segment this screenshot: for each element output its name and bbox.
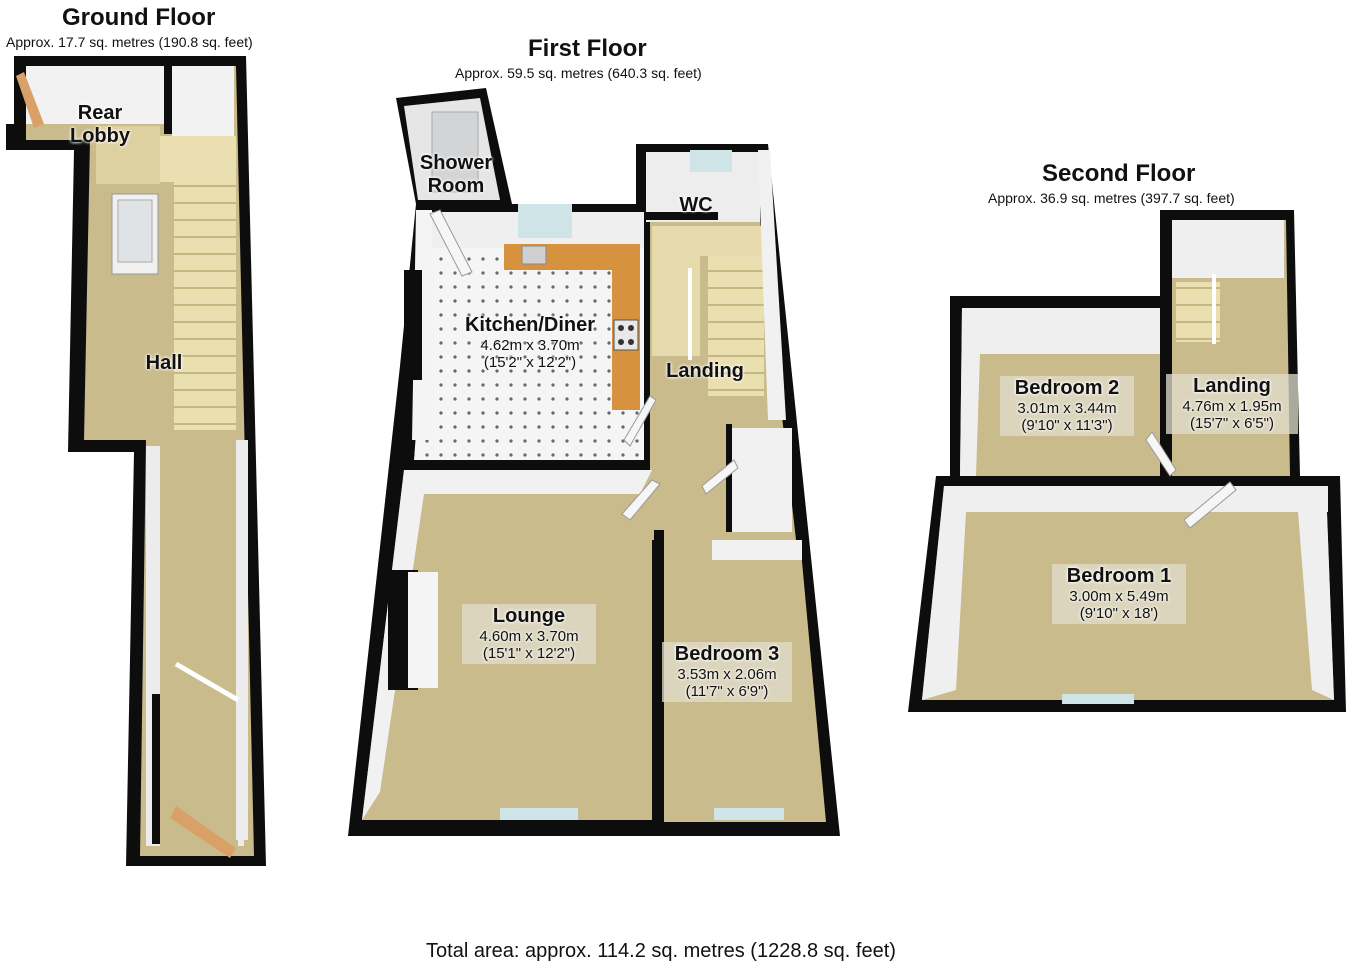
closet-door-icon	[701, 459, 739, 495]
lounge-window	[500, 808, 578, 820]
hob-icon	[613, 319, 639, 351]
wc-window	[690, 150, 732, 172]
shower-tray	[431, 111, 479, 193]
total-area: Total area: approx. 114.2 sq. metres (12…	[426, 940, 896, 962]
bedroom-3-back-wall	[712, 540, 802, 560]
landing-closet-wall	[726, 424, 732, 532]
bedroom-1-metric: 3.00m x 5.49m	[1069, 588, 1169, 605]
bedroom-2-imperial: (9'10" x 11'3")	[1021, 417, 1113, 435]
bedroom-2-name: Bedroom 2	[1014, 377, 1120, 399]
second-landing-metric: 4.76m x 1.95m	[1182, 398, 1282, 415]
shower-room-name-1: Shower	[419, 152, 493, 174]
first-landing-name: Landing	[666, 360, 744, 382]
rear-lobby-label: Rear Lobby	[60, 102, 140, 148]
kitchen-label: Kitchen/Diner 4.62m x 3.70m (15'2" x 12'…	[440, 314, 620, 372]
lounge-imperial: (15'1" x 12'2")	[482, 645, 576, 663]
landing-closet	[728, 428, 792, 532]
bedroom-1-back-wall	[944, 486, 1328, 512]
hall-door-icon	[111, 193, 159, 275]
kitchen-metric: 4.62m x 3.70m	[480, 337, 580, 354]
hall-label: Hall	[124, 352, 204, 375]
wc-name: WC	[679, 194, 713, 216]
kitchen-chimney	[404, 270, 422, 380]
lounge-label: Lounge 4.60m x 3.70m (15'1" x 12'2")	[462, 604, 596, 664]
kitchen-floor	[414, 214, 644, 460]
landing-right-wall-face	[758, 150, 786, 420]
bedroom-3-left-wall	[654, 530, 664, 830]
lounge-door-icon	[621, 479, 661, 521]
shower-room-label: Shower Room	[408, 152, 504, 198]
bedroom-1-door-icon	[1183, 481, 1237, 529]
lounge-metric: 4.60m x 3.70m	[479, 628, 579, 645]
rear-door-icon	[16, 72, 44, 128]
bedroom-divider-wall	[944, 476, 1334, 486]
ground-floor-stair-landing	[160, 136, 236, 182]
first-floor-stairs-up	[708, 236, 764, 396]
bedroom-1-imperial: (9'10" x 18')	[1079, 605, 1159, 623]
hall-banister	[174, 661, 240, 703]
kitchen-worktop	[504, 244, 640, 410]
bedroom-2-back-wall	[962, 308, 1160, 354]
first-floor-area: Approx. 59.5 sq. metres (640.3 sq. feet)	[455, 65, 702, 81]
bedroom-2-left-wall	[960, 308, 980, 476]
second-floor-title: Second Floor	[1042, 160, 1196, 187]
second-landing-back-wall	[1172, 220, 1284, 278]
bedroom-3-label: Bedroom 3 3.53m x 2.06m (11'7" x 6'9")	[662, 642, 792, 702]
wc-label: WC	[664, 194, 728, 217]
lounge-chimney-face	[408, 572, 438, 688]
rear-lobby-wall	[26, 66, 166, 124]
kitchen-window	[518, 204, 572, 238]
second-floor-area: Approx. 36.9 sq. metres (397.7 sq. feet)	[988, 190, 1235, 206]
bedroom-3-metric: 3.53m x 2.06m	[677, 666, 777, 683]
bedroom-1-window	[1062, 694, 1134, 704]
kitchen-name: Kitchen/Diner	[464, 314, 596, 336]
kitchen-sink	[521, 245, 547, 265]
first-floor-title: First Floor	[528, 35, 647, 62]
landing-door-icon	[623, 395, 657, 447]
second-landing-imperial: (15'7" x 6'5")	[1190, 415, 1274, 433]
first-landing-label: Landing	[650, 360, 760, 383]
bedroom-1-right-wall	[1298, 486, 1334, 700]
stair-landing	[652, 226, 762, 256]
hall-partition-right	[238, 700, 244, 846]
front-door-icon	[170, 806, 236, 858]
lounge-name: Lounge	[492, 605, 566, 627]
hall-name: Hall	[145, 352, 183, 374]
second-landing-label: Landing 4.76m x 1.95m (15'7" x 6'5")	[1166, 374, 1298, 434]
bedroom-1-left-wall	[922, 486, 966, 700]
rear-lobby-name-1: Rear	[77, 102, 123, 124]
lounge-back-wall	[404, 470, 652, 494]
bedroom-3-name: Bedroom 3	[674, 643, 780, 665]
first-floor-plan	[348, 88, 840, 836]
second-landing-name: Landing	[1193, 375, 1271, 397]
rear-lobby-floor	[96, 126, 160, 184]
ground-floor-area: Approx. 17.7 sq. metres (190.8 sq. feet)	[6, 34, 253, 50]
ground-floor-stairs	[174, 180, 236, 430]
bedroom-1-label: Bedroom 1 3.00m x 5.49m (9'10" x 18')	[1052, 564, 1186, 624]
hall-partition	[152, 694, 160, 844]
shower-room-name-2: Room	[427, 175, 485, 197]
stair-top-wall	[172, 66, 234, 136]
bedroom-2-metric: 3.01m x 3.44m	[1017, 400, 1117, 417]
kitchen-door-icon	[429, 209, 473, 277]
second-floor-plan	[908, 210, 1346, 712]
kitchen-imperial: (15'2" x 12'2")	[483, 354, 577, 372]
bedroom-1-name: Bedroom 1	[1066, 565, 1172, 587]
rear-lobby-divider	[164, 64, 172, 134]
bedroom-3-window	[714, 808, 784, 820]
bedroom-3-imperial: (11'7" x 6'9")	[685, 683, 769, 701]
ground-floor-plan	[6, 56, 266, 866]
kitchen-lounge-wall	[398, 460, 652, 468]
ground-floor-title: Ground Floor	[62, 4, 216, 31]
rear-lobby-name-2: Lobby	[70, 125, 130, 147]
wc-wall	[646, 212, 718, 220]
bedroom-2-label: Bedroom 2 3.01m x 3.44m (9'10" x 11'3")	[1000, 376, 1134, 436]
bedroom-2-door-icon	[1145, 431, 1177, 477]
